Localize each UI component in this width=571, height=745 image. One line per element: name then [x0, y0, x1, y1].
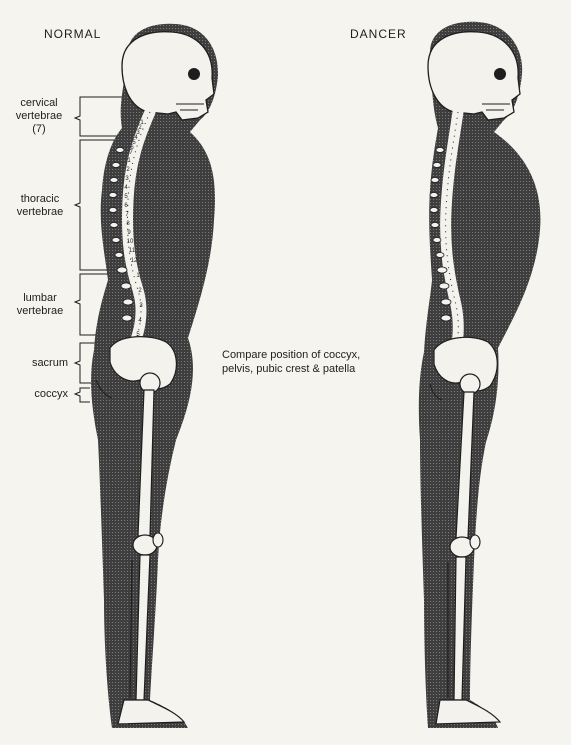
normal-patella	[153, 533, 163, 547]
cervical-bracket	[75, 97, 122, 136]
normal-figure	[91, 24, 218, 728]
coccyx-bracket	[75, 388, 90, 402]
normal-foot	[118, 700, 184, 724]
dancer-foot	[436, 700, 500, 724]
dancer-patella	[470, 535, 480, 549]
dancer-eye-socket	[494, 68, 506, 80]
thoracic-number: 11	[129, 248, 136, 254]
dancer-femur-head	[460, 374, 480, 394]
thoracic-number: 12	[131, 258, 138, 264]
normal-eye-socket	[188, 68, 200, 80]
dancer-figure	[419, 22, 541, 728]
thoracic-number: 10	[127, 239, 134, 245]
